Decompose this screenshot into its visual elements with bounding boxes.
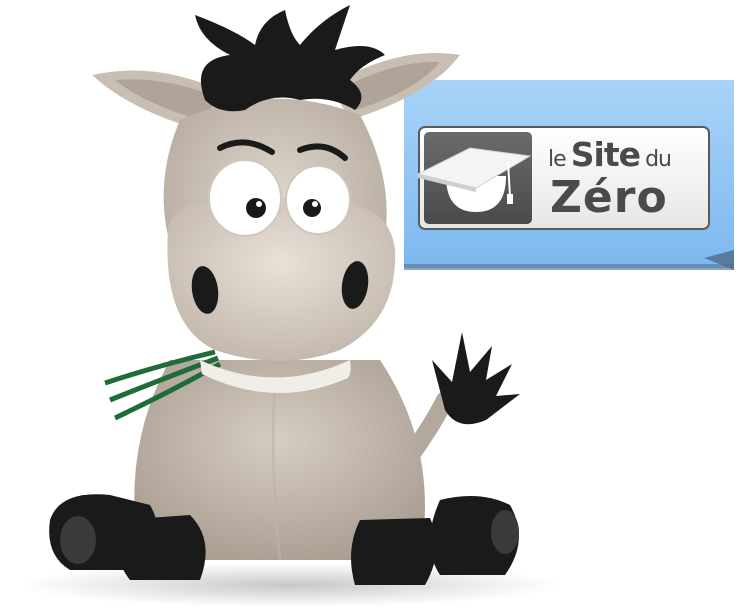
graduation-cap-icon [418, 147, 532, 212]
logo-wordmark: le Site du Zéro [548, 136, 708, 226]
logo-word-le: le [548, 147, 567, 172]
logo-word-du: du [645, 147, 672, 172]
logo-word-site: Site [570, 135, 641, 174]
logo-line-top: le Site du [548, 135, 672, 174]
logo-word-zero: Zéro [550, 172, 668, 223]
